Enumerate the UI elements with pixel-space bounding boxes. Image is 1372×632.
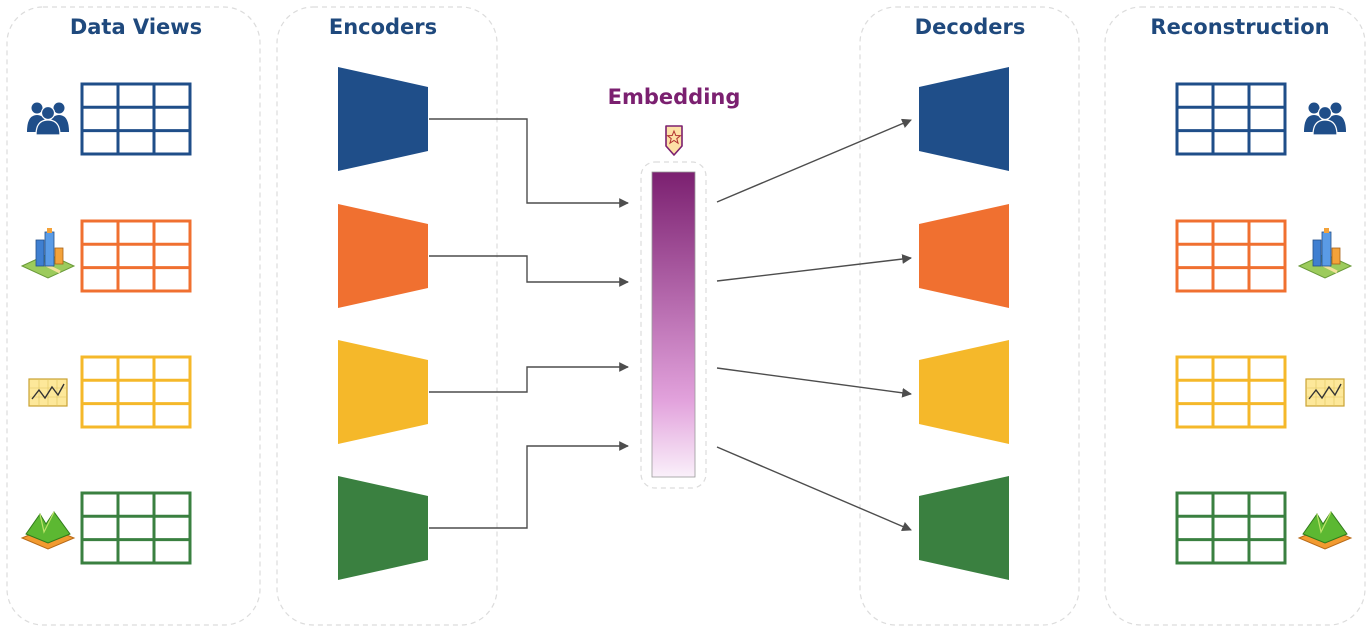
encoders-panel — [276, 6, 498, 626]
encoder-3 — [338, 340, 428, 444]
reconstruction-title: Reconstruction — [1150, 15, 1329, 39]
encoder-link-3 — [429, 362, 629, 393]
terrain-icon — [20, 511, 76, 550]
encoder-4 — [338, 476, 428, 580]
decoder-3 — [919, 340, 1009, 444]
decoder-link-2 — [716, 254, 912, 282]
encoders-title: Encoders — [329, 15, 437, 39]
encoder-1 — [338, 67, 428, 171]
embedding-panel — [640, 161, 707, 489]
data-view-table-2 — [80, 219, 192, 293]
decoders-panel — [859, 6, 1080, 626]
decoder-link-4 — [716, 446, 912, 532]
reconstruction-table-3 — [1175, 355, 1287, 429]
reconstruction-line-chart-icon — [1305, 378, 1345, 407]
data-views-panel — [6, 6, 261, 626]
decoder-4 — [919, 476, 1009, 580]
line-chart-icon — [28, 378, 68, 407]
reconstruction-city-map-icon — [1297, 228, 1353, 279]
decoder-link-1 — [716, 118, 912, 203]
people-icon — [27, 102, 69, 136]
data-view-table-4 — [80, 491, 192, 565]
decoder-1 — [919, 67, 1009, 171]
decoder-link-3 — [716, 367, 912, 398]
reconstruction-people-icon — [1304, 102, 1346, 136]
embedding-vector — [651, 171, 696, 478]
embedding-title: Embedding — [608, 85, 741, 109]
encoder-2 — [338, 204, 428, 308]
decoders-title: Decoders — [915, 15, 1026, 39]
reconstruction-panel — [1104, 6, 1366, 626]
reconstruction-table-4 — [1175, 491, 1287, 565]
decoder-2 — [919, 204, 1009, 308]
reconstruction-table-1 — [1175, 82, 1287, 156]
embedding-pin-icon — [665, 125, 683, 156]
encoder-link-4 — [429, 441, 629, 529]
data-view-table-1 — [80, 82, 192, 156]
reconstruction-terrain-icon — [1297, 511, 1353, 550]
encoder-link-1 — [429, 118, 629, 208]
data-view-table-3 — [80, 355, 192, 429]
city-map-icon — [20, 228, 76, 279]
data-views-title: Data Views — [70, 15, 202, 39]
encoder-link-2 — [429, 255, 629, 287]
reconstruction-table-2 — [1175, 219, 1287, 293]
